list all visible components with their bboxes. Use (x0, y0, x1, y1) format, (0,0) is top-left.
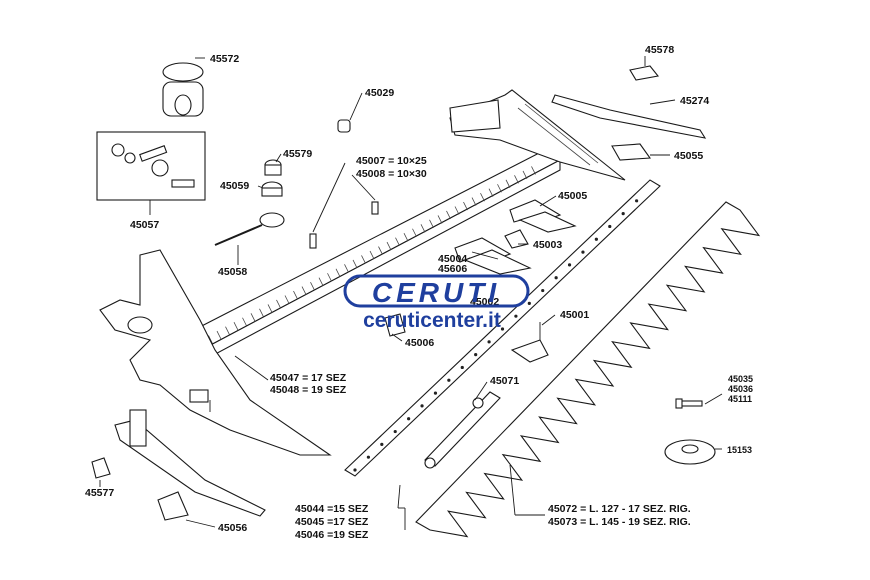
leader-lines (99, 56, 723, 530)
bracket-45055 (611, 143, 652, 161)
washer-15153 (664, 439, 716, 465)
knife-back-45044 (344, 179, 661, 477)
label-45059: 45059 (220, 180, 249, 192)
label-45004: 45004 (438, 253, 467, 265)
label-45577: 45577 (85, 487, 114, 499)
screw-45007 (309, 233, 317, 249)
label-45006: 45006 (405, 337, 434, 349)
spacer-45579 (264, 159, 282, 176)
watermark: CERUTI ceruticenter.it (343, 274, 530, 332)
label-45579: 45579 (283, 148, 312, 160)
label-45058: 45058 (218, 266, 247, 278)
label-45003: 45003 (533, 239, 562, 251)
cutter-bar-45047 (189, 149, 562, 359)
nut-45029 (337, 119, 351, 133)
bolt-45035 (675, 398, 703, 409)
outer-shoe-45055 (449, 89, 626, 181)
label-45073: 45073 = L. 145 - 19 SEZ. RIG. (548, 516, 691, 528)
label-45057: 45057 (130, 219, 159, 231)
clip-45006 (384, 313, 406, 337)
runner-45274 (551, 94, 707, 139)
label-45035: 45035 (728, 374, 753, 384)
label-45007: 45007 = 10×25 (356, 155, 427, 167)
bracket-45577 (91, 457, 111, 479)
label-45274: 45274 (680, 95, 709, 107)
watermark-url: ceruticenter.it (363, 309, 501, 332)
bushing-45572 (162, 62, 204, 117)
label-45047: 45047 = 17 SEZ (270, 372, 347, 384)
label-45029: 45029 (365, 87, 394, 99)
bolt-kit-45057 (96, 131, 206, 201)
label-45046: 45046 =19 SEZ (295, 529, 369, 541)
plate-45003 (504, 229, 529, 249)
label-45071: 45071 (490, 375, 519, 387)
label-45111: 45111 (728, 394, 752, 404)
label-45578: 45578 (645, 44, 674, 56)
guards-45004 (454, 237, 532, 275)
label-45045: 45045 =17 SEZ (295, 516, 369, 528)
knife-head-45071 (424, 391, 501, 469)
plate-45001 (510, 322, 549, 363)
label-45036: 45036 (728, 384, 753, 394)
bracket-45578 (629, 65, 660, 81)
label-45056: 45056 (218, 522, 247, 534)
knife-sections-45072 (415, 201, 761, 538)
label-45005: 45005 (558, 190, 587, 202)
label-45572: 45572 (210, 53, 239, 65)
part-labels: 45572 45029 45578 45274 45055 45579 4500… (85, 44, 753, 541)
watermark-frame (343, 274, 530, 308)
eyebolt-45058 (214, 212, 285, 246)
label-45044: 45044 =15 SEZ (295, 503, 369, 515)
screw-45008 (371, 201, 379, 215)
label-45072: 45072 = L. 127 - 17 SEZ. RIG. (548, 503, 691, 515)
bracket-45056 (157, 491, 189, 521)
label-15153: 15153 (727, 445, 752, 455)
label-45048: 45048 = 19 SEZ (270, 384, 347, 396)
watermark-brand: CERUTI (372, 277, 500, 308)
label-45001: 45001 (560, 309, 589, 321)
guards-45005 (509, 199, 577, 233)
spacer-45059 (261, 181, 283, 197)
label-45055: 45055 (674, 150, 703, 162)
inner-shoe (99, 249, 332, 456)
skid-45056 (114, 409, 266, 517)
label-45008: 45008 = 10×30 (356, 168, 427, 180)
label-45606: 45606 (438, 263, 467, 275)
